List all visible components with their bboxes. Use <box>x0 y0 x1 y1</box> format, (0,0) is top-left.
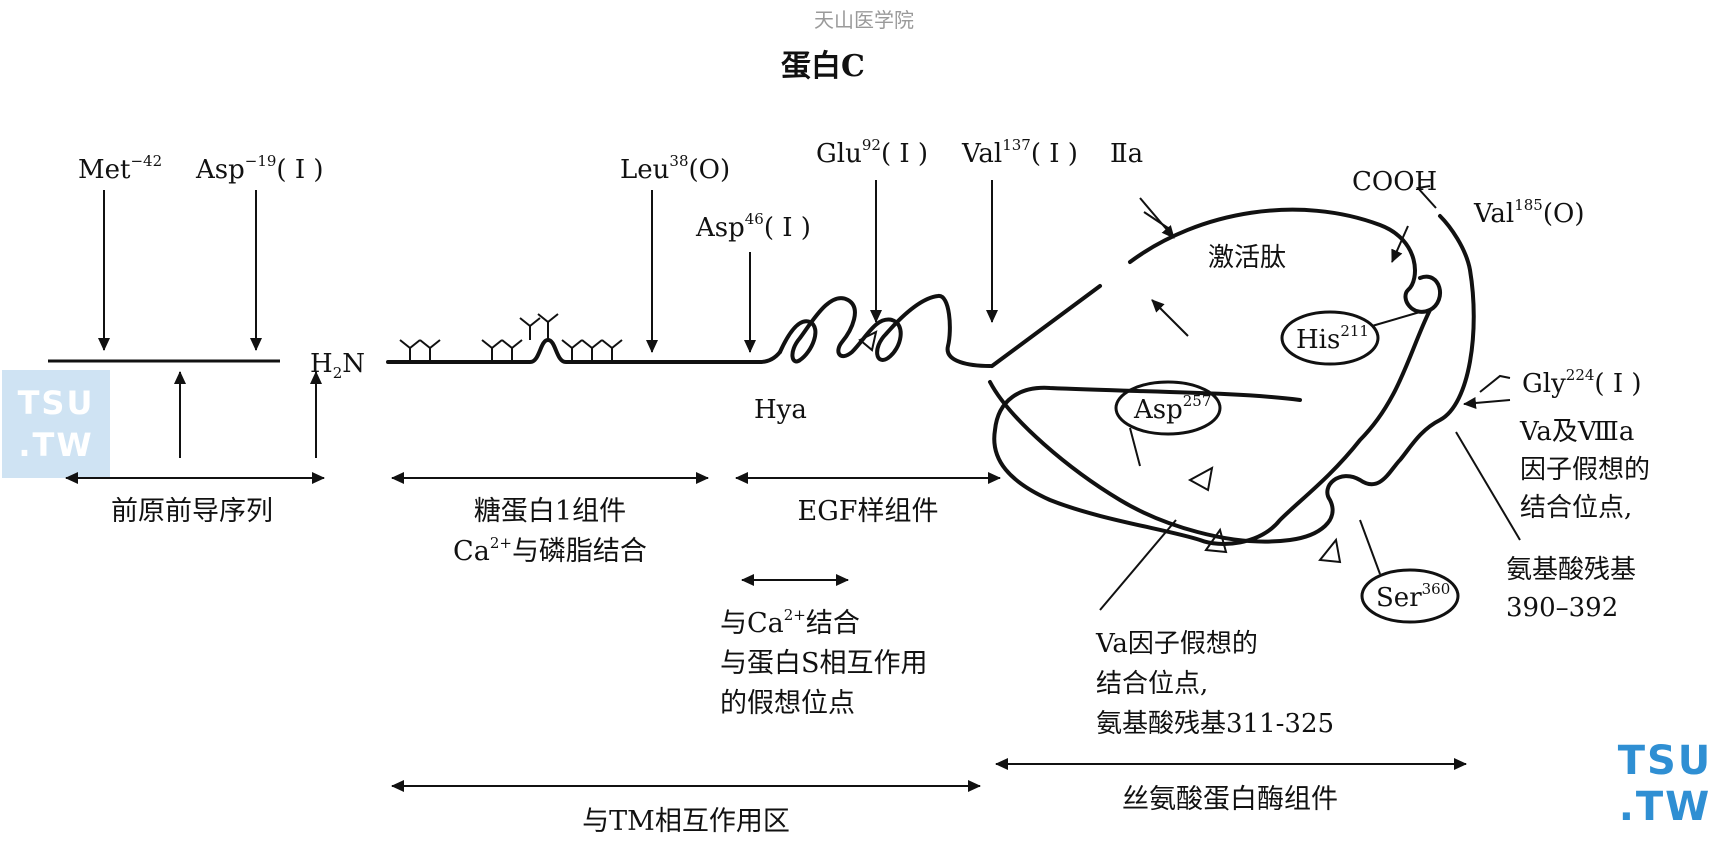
gla-label-line-2: Ca2+与磷脂结合 <box>453 534 647 567</box>
ser360-leader <box>1359 519 1381 575</box>
asp257-bubble <box>1114 380 1222 436</box>
met-label: Met−42 <box>78 152 162 185</box>
gly224-arrow <box>1463 396 1511 409</box>
heavy-chain-curve <box>992 308 1432 546</box>
logo-text-top: TSU <box>17 384 95 422</box>
gla-domain-chain <box>386 338 782 364</box>
val185-leader <box>1416 185 1437 209</box>
gly224-leader <box>1479 374 1511 393</box>
va-viiia-line-5: 390–392 <box>1506 593 1618 623</box>
glycan-sites <box>399 313 623 362</box>
tsu-logo-left: TSU .TW <box>2 370 110 478</box>
gla-label-line-1: 糖蛋白1组件 <box>474 496 626 527</box>
va-site-line-1: Va因子假想的 <box>1095 629 1258 659</box>
va-viiia-line-3: 结合位点, <box>1520 493 1632 523</box>
watermark-text: 天山医学院 <box>814 8 914 32</box>
va-site-line-2: 结合位点, <box>1096 669 1208 699</box>
cooh-label: COOH <box>1352 167 1437 197</box>
egf-label: EGF样组件 <box>797 496 938 527</box>
va-viiia-leader <box>1455 431 1521 541</box>
va-site-leader <box>1099 519 1177 611</box>
asp257-label: Asp257 <box>1133 392 1211 425</box>
val185-label: Val185(O) <box>1473 196 1584 229</box>
val137-label: Val137( I ) <box>961 136 1078 169</box>
va-viiia-line-2: 因子假想的 <box>1520 455 1650 485</box>
his211-label: His211 <box>1296 322 1369 355</box>
asp46-label: Asp46( I ) <box>695 210 811 243</box>
leu38-label: Leu38(O) <box>620 152 730 185</box>
asp19-label: Asp−19( I ) <box>195 152 324 185</box>
activation-peptide-label: 激活肽 <box>1208 243 1286 273</box>
ser360-label: Ser360 <box>1376 580 1450 613</box>
tm-region-label: 与TM相互作用区 <box>582 806 790 837</box>
va-viiia-line-1: Va及Ⅷa <box>1519 417 1634 447</box>
h2n-label: H2N <box>310 349 365 382</box>
light-chain-link <box>990 284 1102 368</box>
tsu-logo-right: TSU .TW <box>1610 738 1720 838</box>
asp257-leader <box>1129 427 1141 467</box>
hya-label: Hya <box>754 395 807 425</box>
logo-text-top: TSU <box>1617 738 1713 784</box>
his211-bubble <box>1280 310 1380 366</box>
diagram-title: 蛋白C <box>781 49 865 84</box>
glycan-mark-2 <box>1204 527 1228 554</box>
logo-text-bottom: .TW <box>1618 784 1712 830</box>
iia-label: Ⅱa <box>1110 139 1143 169</box>
ser360-bubble <box>1360 568 1460 624</box>
glu92-label: Glu92( I ) <box>816 136 928 169</box>
heavy-chain-outer <box>988 214 1476 544</box>
activation-peptide-loop <box>1128 207 1442 314</box>
glycan-mark-1 <box>1187 466 1214 492</box>
val185-arrow <box>1391 225 1409 263</box>
protein-s-line-1: 与蛋白S相互作用 <box>720 648 928 679</box>
ca-bind-label: 与Ca2+结合 <box>720 606 860 639</box>
his211-leader <box>1371 311 1421 327</box>
va-viiia-line-4: 氨基酸残基 <box>1506 555 1636 585</box>
glu92-glycan-mark <box>858 330 878 352</box>
glycan-mark-3 <box>1318 537 1342 564</box>
protein-s-line-2: 的假想位点 <box>720 688 855 719</box>
prepro-label: 前原前导序列 <box>111 496 273 527</box>
logo-text-bottom: .TW <box>18 426 94 464</box>
gly224-label: Gly224( I ) <box>1522 366 1642 399</box>
egf-domain-chain <box>778 294 992 368</box>
va-site-line-3: 氨基酸残基311-325 <box>1096 709 1334 739</box>
serine-protease-label: 丝氨酸蛋白酶组件 <box>1122 784 1338 815</box>
activation-cleavage-arrow <box>1151 299 1189 337</box>
iia-arrow <box>1139 197 1175 239</box>
